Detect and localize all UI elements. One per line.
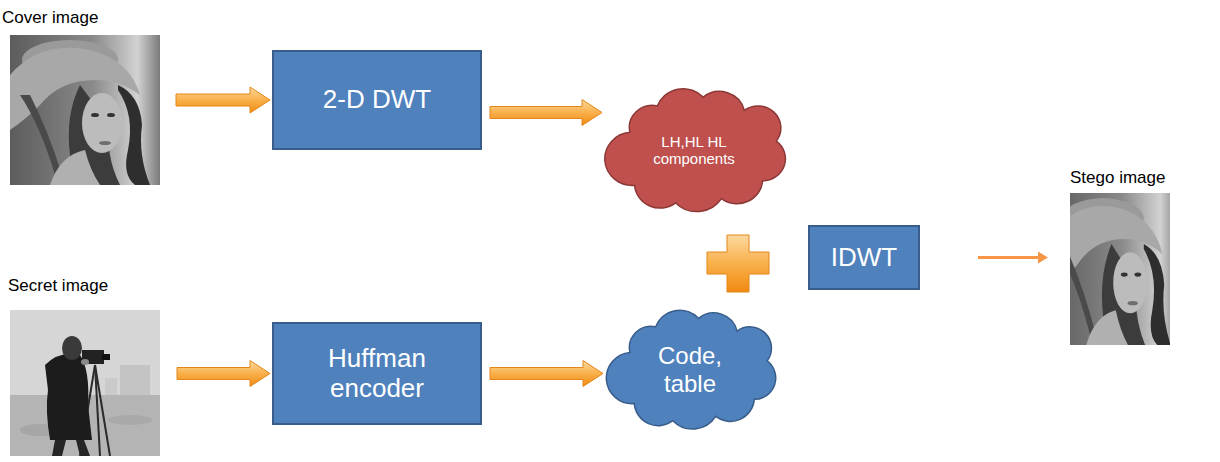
node-label: 2-D DWT <box>323 85 431 115</box>
building <box>120 365 150 395</box>
image-block: Secret image <box>8 276 163 456</box>
node-label: Code, table <box>640 342 740 397</box>
node-label: Huffman encoder <box>297 344 457 404</box>
grass-patch <box>108 415 152 425</box>
thin-arrow <box>978 252 1048 264</box>
image-heading: Stego image <box>1070 168 1165 188</box>
image-heading: Secret image <box>8 276 108 296</box>
head <box>62 336 82 360</box>
leg <box>52 440 66 456</box>
building <box>105 378 117 395</box>
coat <box>45 354 92 440</box>
tripod-leg <box>95 365 100 456</box>
image-heading: Cover image <box>2 8 98 28</box>
stego-picture <box>1070 193 1170 345</box>
image-block: Cover image <box>2 8 162 188</box>
cloud-outline <box>606 310 775 429</box>
cloud-outline <box>605 89 786 212</box>
data-cloud: Code, table <box>600 297 780 442</box>
hand <box>81 359 89 365</box>
node-label: LH,HL HL components <box>649 133 739 168</box>
process-box: IDWT <box>808 225 920 290</box>
lena-photo <box>10 35 160 185</box>
secret-picture <box>10 310 160 456</box>
block-arrow <box>490 361 603 387</box>
block-arrow <box>490 100 602 126</box>
plus-symbol <box>707 235 769 292</box>
block-arrow <box>177 361 270 387</box>
lena-photo <box>1070 193 1170 345</box>
process-box: Huffman encoder <box>272 322 482 425</box>
camera <box>82 350 104 364</box>
node-label: IDWT <box>831 243 897 273</box>
camera-lens <box>102 354 110 360</box>
cover-picture <box>10 35 160 185</box>
image-block: Stego image <box>1070 168 1200 345</box>
data-cloud: LH,HL HL components <box>598 75 790 225</box>
leg <box>76 440 90 456</box>
block-arrow <box>176 87 270 113</box>
process-box: 2-D DWT <box>272 50 482 150</box>
cameraman-photo <box>10 310 160 456</box>
tripod-leg <box>95 365 110 456</box>
